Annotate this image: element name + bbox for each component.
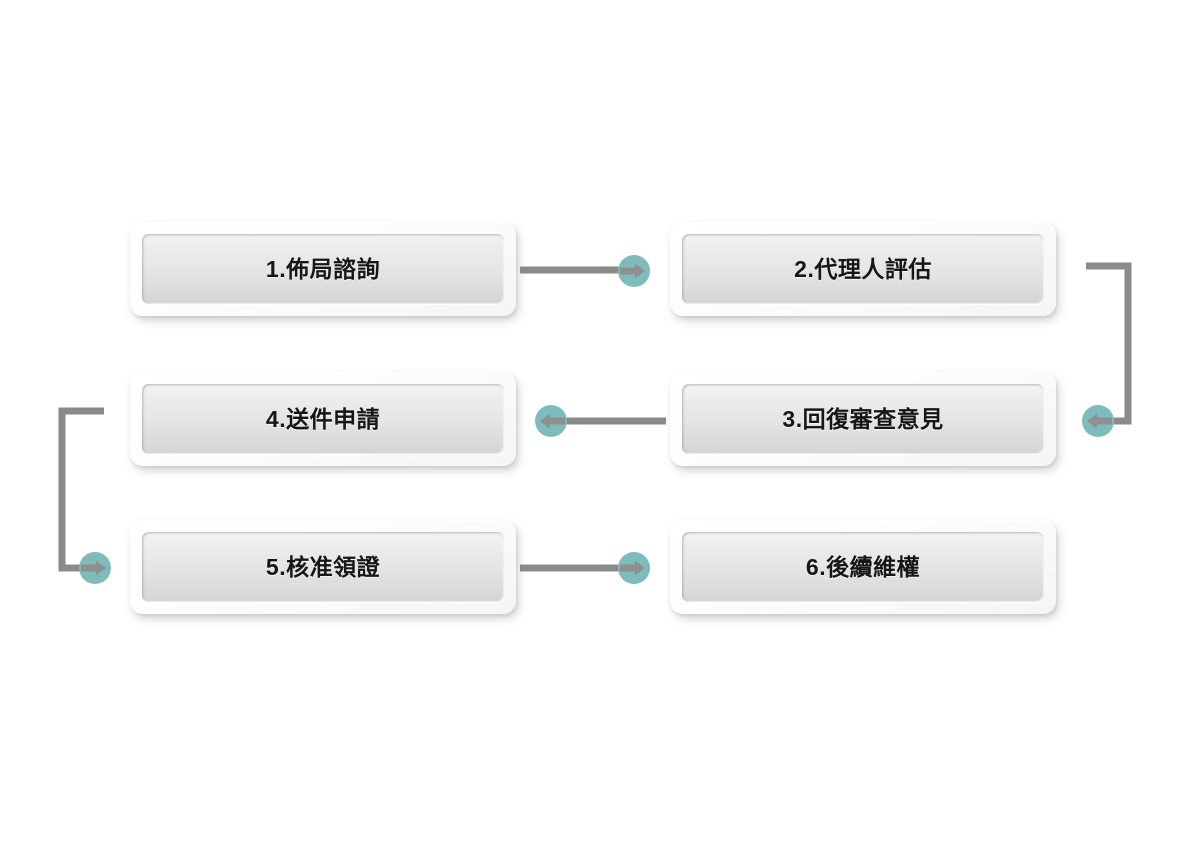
step-label-3: 3.回復審查意見 [782,405,944,432]
connector-line-2-3 [1086,262,1132,425]
arrow-left-icon [1087,413,1112,429]
step-inner-panel-2: 2.代理人評估 [682,234,1044,304]
step-inner-panel-1: 1.佈局諮詢 [142,234,504,304]
step-box-5[interactable]: 5.核准領證 [130,520,516,614]
step-label-2: 2.代理人評估 [794,255,932,282]
step-label-4: 4.送件申請 [265,405,381,432]
arrow-marker-3-4[interactable] [535,405,567,437]
step-box-2[interactable]: 2.代理人評估 [670,222,1056,316]
step-inner-panel-6: 6.後續維權 [682,532,1044,602]
arrow-right-icon [81,560,106,576]
step-box-6[interactable]: 6.後續維權 [670,520,1056,614]
connector-line-4-5 [58,407,104,572]
step-inner-panel-5: 5.核准領證 [142,532,504,602]
step-inner-panel-4: 4.送件申請 [142,384,504,454]
arrow-marker-1-2[interactable] [618,255,650,287]
step-label-6: 6.後續維權 [805,553,921,580]
arrow-marker-4-5[interactable] [79,552,111,584]
arrow-right-icon [620,560,645,576]
step-box-1[interactable]: 1.佈局諮詢 [130,222,516,316]
arrow-right-icon [620,263,645,279]
arrow-marker-2-3[interactable] [1082,405,1114,437]
step-label-5: 5.核准領證 [265,553,381,580]
step-box-4[interactable]: 4.送件申請 [130,372,516,466]
arrow-marker-5-6[interactable] [618,552,650,584]
step-box-3[interactable]: 3.回復審查意見 [670,372,1056,466]
arrow-left-icon [540,413,565,429]
step-label-1: 1.佈局諮詢 [265,255,381,282]
step-inner-panel-3: 3.回復審查意見 [682,384,1044,454]
